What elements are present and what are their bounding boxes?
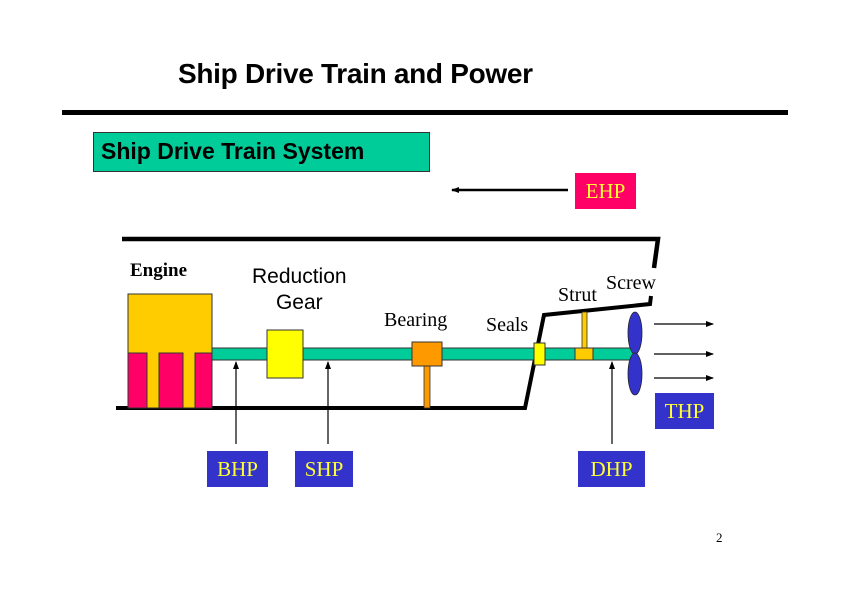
ehp-box: EHP	[575, 173, 636, 209]
propeller-blade	[627, 352, 643, 396]
screw-label: Screw	[606, 272, 656, 294]
bhp-box: BHP	[207, 451, 268, 487]
engine-cylinder	[194, 352, 213, 409]
reduction-gear-label: Reduction Gear	[252, 264, 347, 316]
hull-bottom	[116, 295, 653, 410]
page-number: 2	[716, 530, 723, 545]
engine-cylinder	[127, 352, 148, 409]
title-divider	[62, 110, 788, 115]
reduction-gear-label-line2: Gear	[275, 291, 323, 314]
reduction-gear-label-line1: Reduction	[252, 265, 347, 288]
engine-cylinder	[158, 352, 184, 409]
thp-box: THP	[655, 393, 714, 429]
dhp-box: DHP	[578, 451, 645, 487]
strut-bearing	[574, 347, 594, 361]
reduction-gear	[266, 329, 304, 379]
bearing-label: Bearing	[384, 309, 448, 331]
hull-top	[122, 236, 661, 269]
seal	[533, 342, 546, 366]
engine-label: Engine	[130, 260, 188, 281]
bearing-support	[423, 365, 431, 409]
propeller-blade	[627, 311, 643, 355]
strut-support	[581, 311, 588, 350]
slide-title: Ship Drive Train and Power	[178, 58, 533, 89]
seals-label: Seals	[486, 314, 529, 336]
subtitle-box: Ship Drive Train System	[93, 132, 430, 172]
subtitle-text: Ship Drive Train System	[101, 138, 365, 164]
shp-box: SHP	[295, 451, 353, 487]
strut-label: Strut	[558, 284, 597, 306]
bearing	[411, 341, 443, 367]
